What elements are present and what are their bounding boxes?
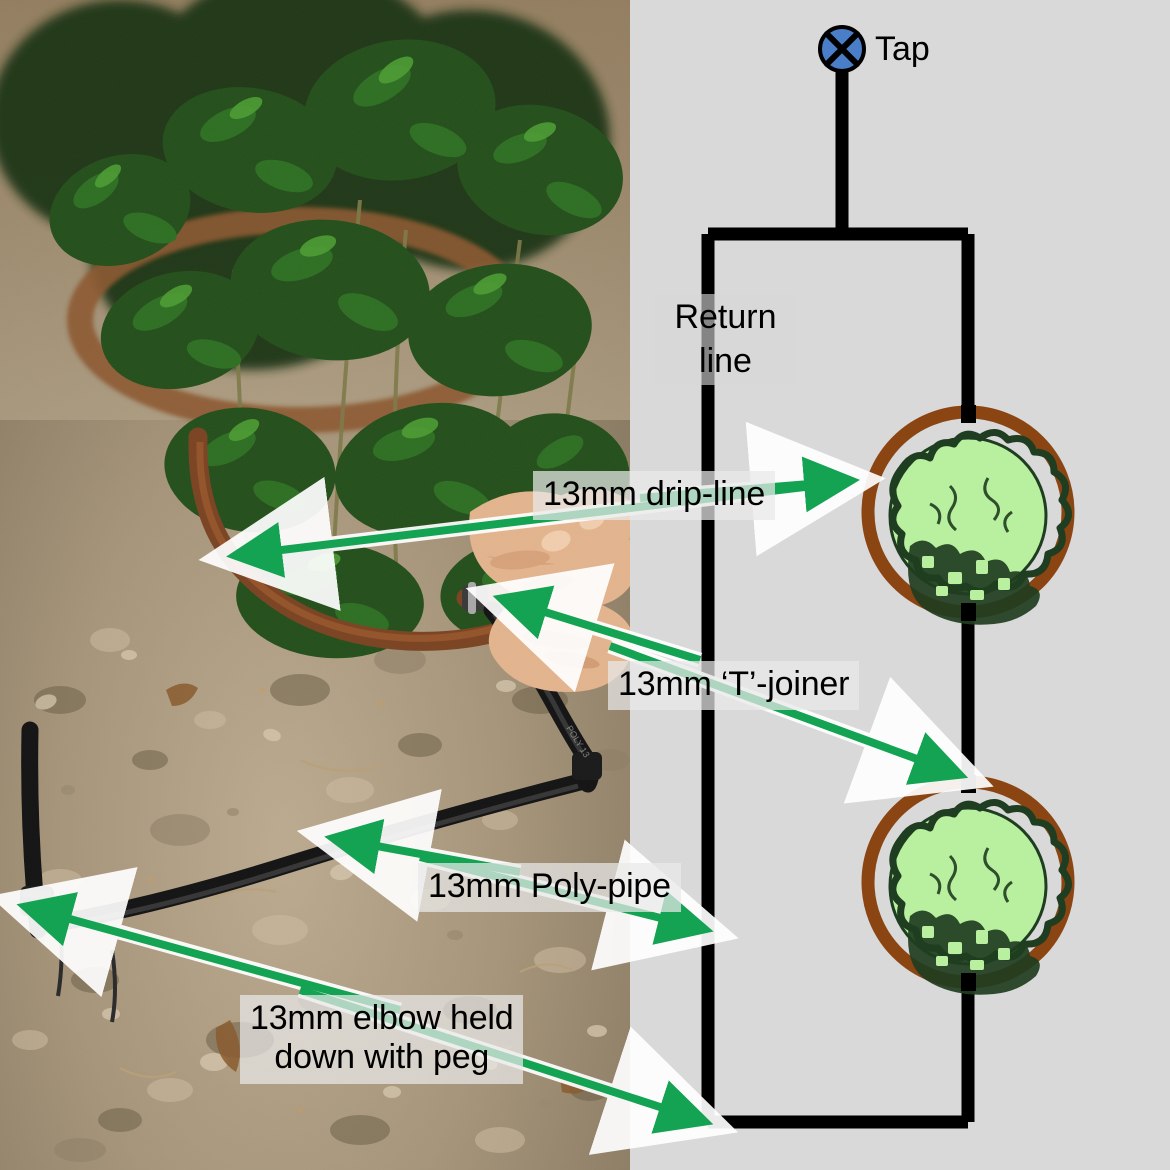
ring-stub-bottom — [961, 603, 976, 621]
tap-valve-icon — [818, 25, 866, 73]
ring-stub-top — [961, 405, 976, 423]
schematic-svg — [630, 0, 1170, 1170]
return-line-label: Return line — [655, 294, 796, 386]
foliage-bottom — [888, 799, 1072, 995]
ring-stub-bottom-2 — [961, 973, 976, 991]
ring-stub-top-2 — [961, 775, 976, 793]
callout-poly-pipe: 13mm Poly-pipe — [418, 863, 681, 913]
irrigation-schematic — [630, 0, 1170, 1170]
callout-elbow-peg: 13mm elbow held down with peg — [240, 995, 524, 1084]
callout-drip-line: 13mm drip-line — [533, 471, 776, 521]
plant-top — [861, 405, 1075, 625]
callout-t-joiner: 13mm ‘T’-joiner — [608, 661, 860, 711]
tap-label: Tap — [875, 30, 930, 68]
foliage-top — [888, 429, 1072, 625]
plant-bottom — [861, 775, 1075, 995]
